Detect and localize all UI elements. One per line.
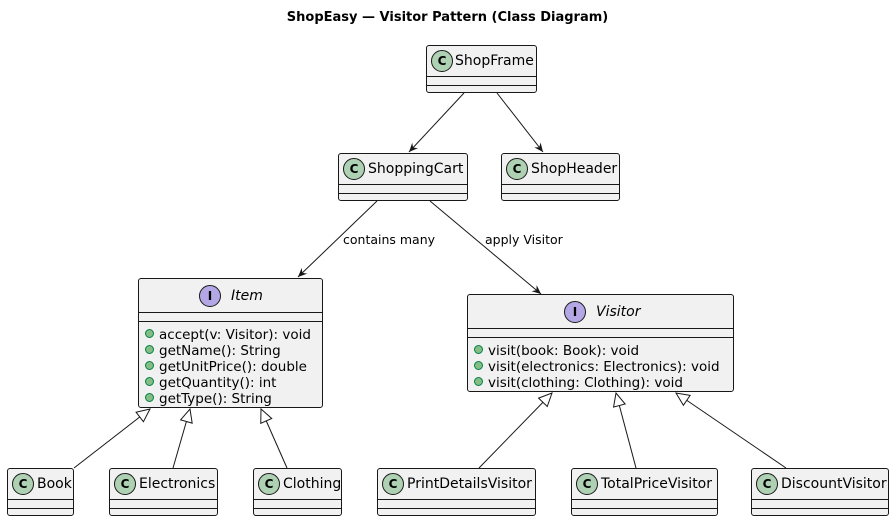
inherit-book-item xyxy=(73,408,151,469)
inherit-clothing-item xyxy=(260,407,288,469)
assoc-cart-item xyxy=(297,200,378,278)
public-method-icon xyxy=(474,345,483,354)
class-shopframe[interactable]: C ShopFrame xyxy=(426,45,537,93)
relation-label-contains-many: contains many xyxy=(343,232,436,247)
relation-label-apply-visitor: apply Visitor xyxy=(485,232,563,247)
interface-item[interactable]: I Item accept(v: Visitor): void getName(… xyxy=(138,278,323,408)
class-electronics[interactable]: C Electronics xyxy=(109,468,218,516)
public-method-icon xyxy=(474,361,483,370)
public-method-icon xyxy=(474,377,483,386)
assoc-frame-cart xyxy=(408,92,465,153)
class-name: PrintDetailsVisitor xyxy=(407,476,532,492)
class-discountvisitor[interactable]: C DiscountVisitor xyxy=(751,468,889,516)
method-list: accept(v: Visitor): void getName(): Stri… xyxy=(139,321,322,409)
inherit-total-visitor xyxy=(612,391,637,469)
interface-icon: I xyxy=(199,284,221,307)
interface-icon: I xyxy=(564,300,586,323)
class-icon: C xyxy=(382,473,404,495)
class-icon: C xyxy=(12,473,34,495)
inherit-discount-visitor xyxy=(675,392,787,469)
inherit-electronics-item xyxy=(172,407,193,469)
method-row: visit(book: Book): void xyxy=(474,343,733,359)
class-icon: C xyxy=(343,158,365,180)
method-row: getName(): String xyxy=(145,343,322,359)
assoc-cart-visitor xyxy=(429,200,542,295)
class-book[interactable]: C Book xyxy=(7,468,74,516)
public-method-icon xyxy=(145,329,154,338)
class-clothing[interactable]: C Clothing xyxy=(253,468,342,516)
class-shoppingcart[interactable]: C ShoppingCart xyxy=(338,153,468,201)
interface-name: Item xyxy=(231,287,263,304)
class-icon: C xyxy=(114,473,136,495)
class-icon: C xyxy=(506,158,528,180)
assoc-frame-header xyxy=(496,92,544,153)
class-icon: C xyxy=(576,473,598,495)
interface-name: Visitor xyxy=(596,303,641,320)
class-name: Clothing xyxy=(283,476,342,492)
method-row: getQuantity(): int xyxy=(145,375,322,391)
class-printdetailsvisitor[interactable]: C PrintDetailsVisitor xyxy=(377,468,536,516)
class-name: ShoppingCart xyxy=(368,161,464,177)
method-row: visit(clothing: Clothing): void xyxy=(474,375,733,391)
method-row: getType(): String xyxy=(145,391,322,407)
public-method-icon xyxy=(145,377,154,386)
public-method-icon xyxy=(145,393,154,402)
public-method-icon xyxy=(145,361,154,370)
class-icon: C xyxy=(258,473,280,495)
inherit-print-visitor xyxy=(478,392,553,469)
method-row: visit(electronics: Electronics): void xyxy=(474,359,733,375)
public-method-icon xyxy=(145,345,154,354)
class-name: ShopHeader xyxy=(531,161,618,177)
interface-visitor[interactable]: I Visitor visit(book: Book): void visit(… xyxy=(467,294,734,392)
class-icon: C xyxy=(431,50,453,72)
class-name: DiscountVisitor xyxy=(781,476,887,492)
method-list: visit(book: Book): void visit(electronic… xyxy=(468,337,733,393)
diagram-title: ShopEasy — Visitor Pattern (Class Diagra… xyxy=(286,10,609,25)
class-icon: C xyxy=(756,473,778,495)
class-shopheader[interactable]: C ShopHeader xyxy=(501,153,620,201)
method-row: accept(v: Visitor): void xyxy=(145,327,322,343)
class-name: TotalPriceVisitor xyxy=(601,476,713,492)
class-name: Book xyxy=(37,476,72,492)
method-row: getUnitPrice(): double xyxy=(145,359,322,375)
class-name: ShopFrame xyxy=(455,53,534,69)
class-name: Electronics xyxy=(139,476,216,492)
class-totalpricevisitor[interactable]: C TotalPriceVisitor xyxy=(571,468,718,516)
